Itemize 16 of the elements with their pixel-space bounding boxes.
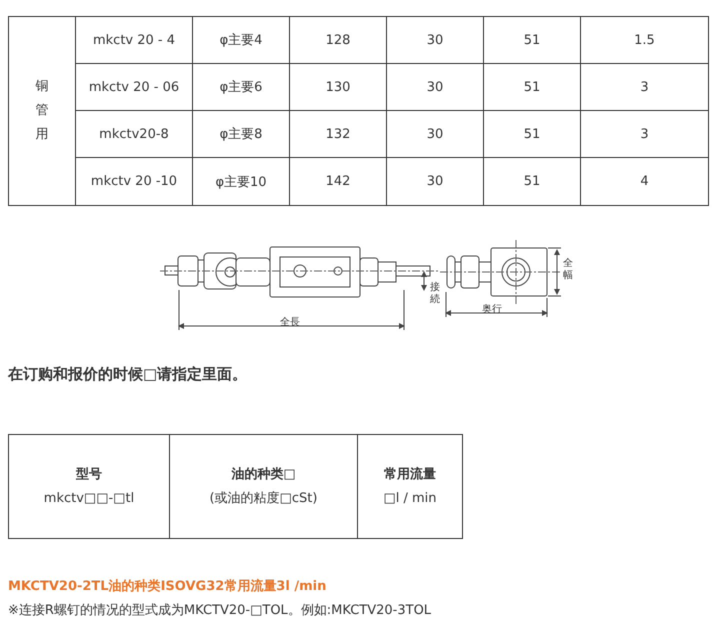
note-text: ※连接R螺钉的情况的型式成为MKCTV20-□TOL。例如:MKCTV20-3TOL (8, 602, 432, 619)
column-header: 型号 (76, 466, 102, 484)
row-group-label: 铜管用 (35, 78, 49, 144)
table-cell-text: □l / min (383, 490, 437, 508)
dimension-label: 奥行 (482, 303, 502, 316)
column-header: 油的种类□ (231, 466, 296, 484)
example-text: MKCTV20-2TL油的种类ISOVG32常用流量3l /min (8, 578, 326, 595)
dimension-label: 全長 (280, 316, 300, 329)
dimension-label: 接続 (430, 282, 441, 306)
table-cell: 4 (580, 157, 709, 206)
table-cell-text: (或油的粘度□cSt) (210, 490, 318, 508)
dimension-label: 全幅 (563, 258, 574, 282)
instruction-text: 在订购和报价的时候□请指定里面。 (8, 365, 248, 384)
table-cell-text: mkctv□□-□tl (44, 490, 134, 508)
column-header: 常用流量 (384, 466, 436, 484)
table-cell: 1.5 (580, 16, 709, 64)
